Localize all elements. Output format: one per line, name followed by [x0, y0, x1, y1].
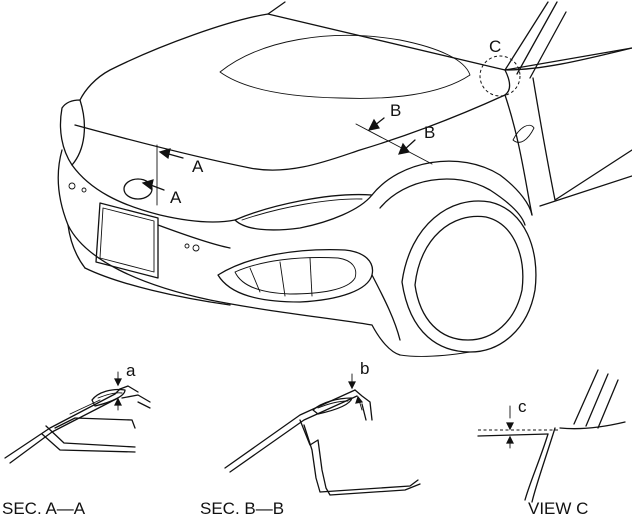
callout-b-upper: B: [390, 101, 401, 120]
section-b-cut-line: [355, 117, 433, 165]
callout-c: C: [489, 37, 501, 56]
section-a-cut-line: [141, 144, 184, 206]
car-front-illustration: [57, 1, 632, 357]
dimension-a-label: a: [126, 361, 136, 380]
caption-view-c: VIEW C: [528, 499, 588, 518]
dimension-c-label: c: [518, 397, 527, 416]
callout-a-lower: A: [170, 188, 182, 207]
callout-a-upper: A: [192, 157, 204, 176]
dimension-b-label: b: [360, 359, 369, 378]
section-b-detail: [224, 373, 421, 496]
caption-sec-b-b: SEC. B—B: [200, 499, 284, 518]
view-c-detail: [477, 369, 626, 503]
view-c-marker-circle: [479, 55, 521, 97]
section-a-detail: [4, 371, 151, 464]
callout-b-lower: B: [424, 123, 435, 142]
caption-sec-a-a: SEC. A—A: [2, 499, 86, 518]
